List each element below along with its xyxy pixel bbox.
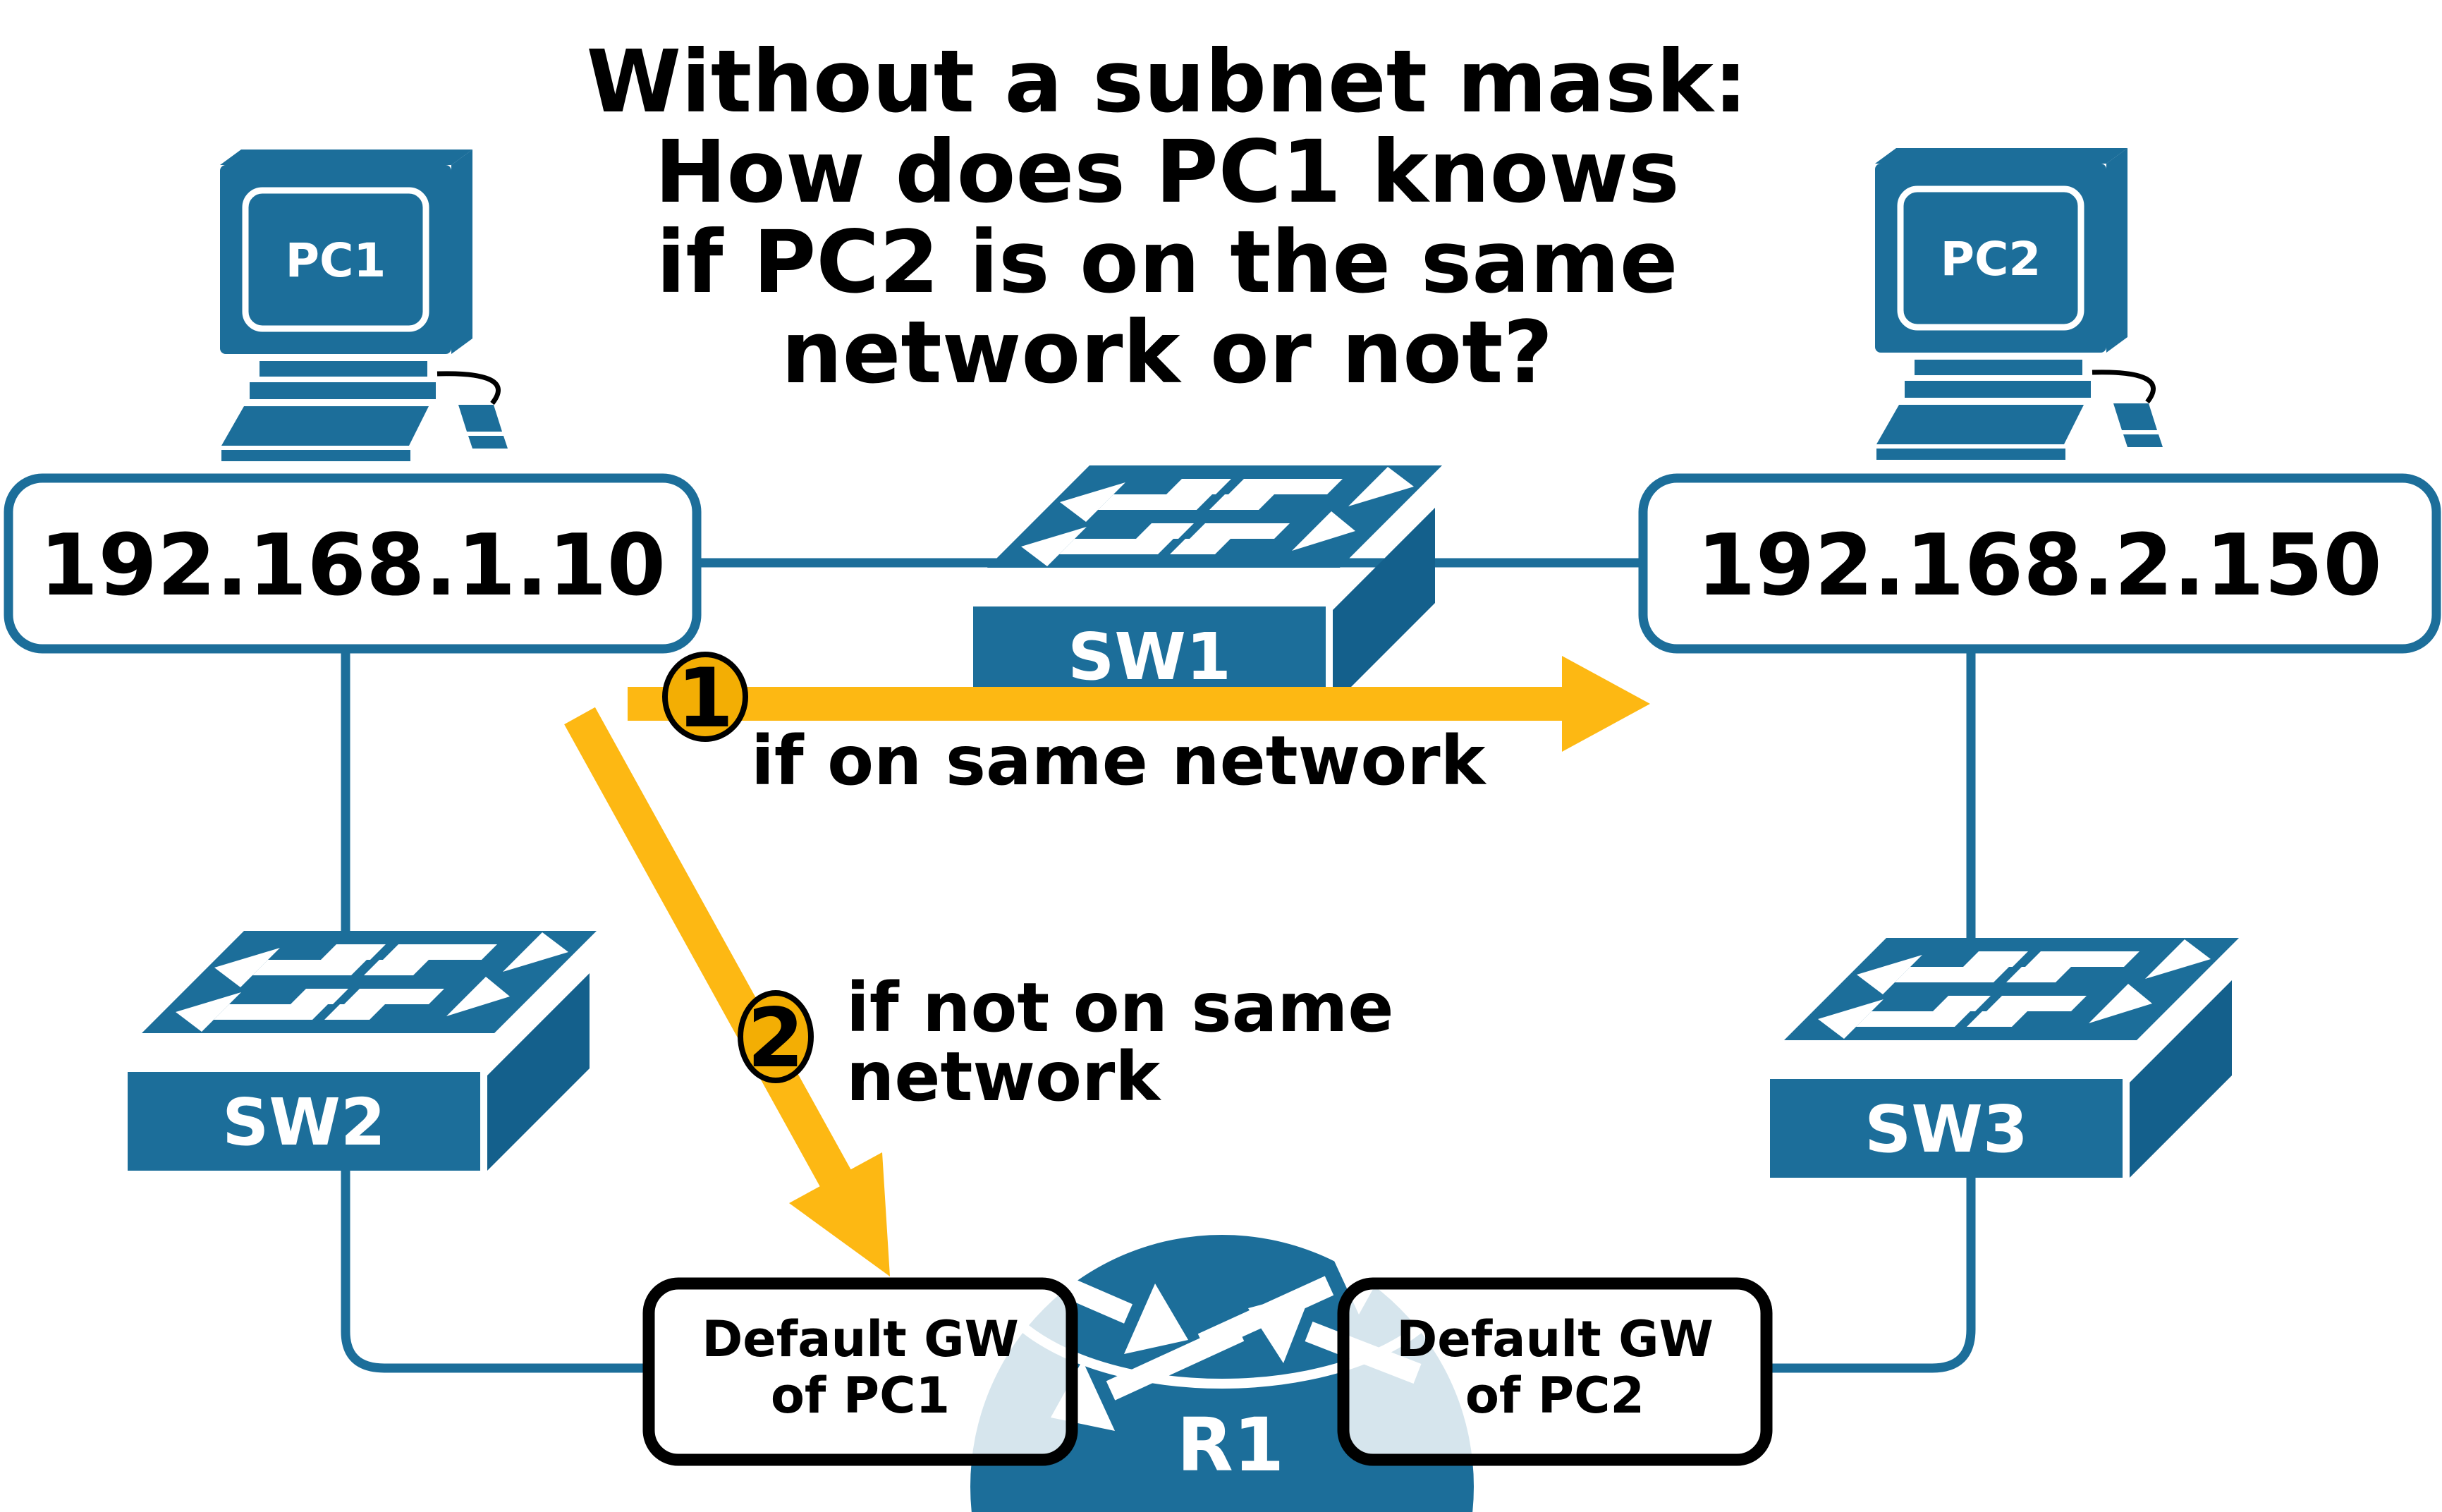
gw-box-pc1: Default GW of PC1 [642,1277,1078,1466]
gw-box-pc2-frame [1337,1277,1773,1466]
sw3-label: SW3 [1864,1092,2028,1167]
arrow-step2-head [789,1152,890,1276]
page-title-line-4: network or not? [781,303,1553,403]
step1-label: if on same network [751,721,1487,800]
gw-pc1-line2: of PC1 [771,1367,950,1425]
arrow-step2-shaft [564,707,855,1194]
badge-step1-number: 1 [677,651,734,746]
sw2-label: SW2 [222,1085,386,1160]
ip-box-pc1-frame [4,473,702,654]
gw-box-pc1-frame [642,1277,1078,1466]
page-title-line-1: Without a subnet mask: [587,32,1748,132]
page-title-line-3: if PC2 is on the same [657,212,1678,312]
ip-address-pc2: 192.168.2.150 [1697,517,2382,615]
arrow-step2: 2 if not on same network [564,707,1393,1276]
pc1-icon: PC1 [220,150,508,461]
pc1-label: PC1 [286,233,386,288]
pc2-label: PC2 [1941,232,2041,286]
gw-pc2-line1: Default GW [1396,1310,1714,1368]
badge-step2-number: 2 [747,991,805,1086]
badge-step1-circle [662,652,748,742]
switch-sw3: SW3 [1770,938,2239,1178]
router-label: R1 [1177,1402,1284,1488]
badge-step2-circle [738,990,814,1083]
link-sw2-router [341,1167,652,1373]
link-sw3-router [1763,1174,1976,1373]
arrow-step1-head [1562,656,1650,752]
page-title: Without a subnet mask: How does PC1 know… [587,32,1748,403]
pc2-icon: PC2 [1875,148,2163,460]
gw-pc1-line1: Default GW [702,1310,1019,1368]
ip-box-pc1: 192.168.1.10 [4,473,702,654]
step2-label-line2: network [846,1037,1161,1116]
ip-box-pc2: 192.168.2.150 [1638,473,2441,654]
arrow-step1-shaft [628,687,1562,721]
ip-address-pc1: 192.168.1.10 [39,517,666,615]
switch-sw2: SW2 [128,931,597,1171]
sw1-label: SW1 [1068,619,1231,695]
ip-box-pc2-frame [1638,473,2441,654]
arrow-step1: 1 if on same network [628,651,1650,800]
gw-box-pc2: Default GW of PC2 [1337,1277,1773,1466]
gw-pc2-line2: of PC2 [1465,1367,1644,1425]
page-title-line-2: How does PC1 knows [654,122,1680,222]
router-rim-highlight [983,1139,1461,1389]
step2-label-line1: if not on same [846,968,1393,1047]
switch-sw1: SW1 [973,465,1442,705]
